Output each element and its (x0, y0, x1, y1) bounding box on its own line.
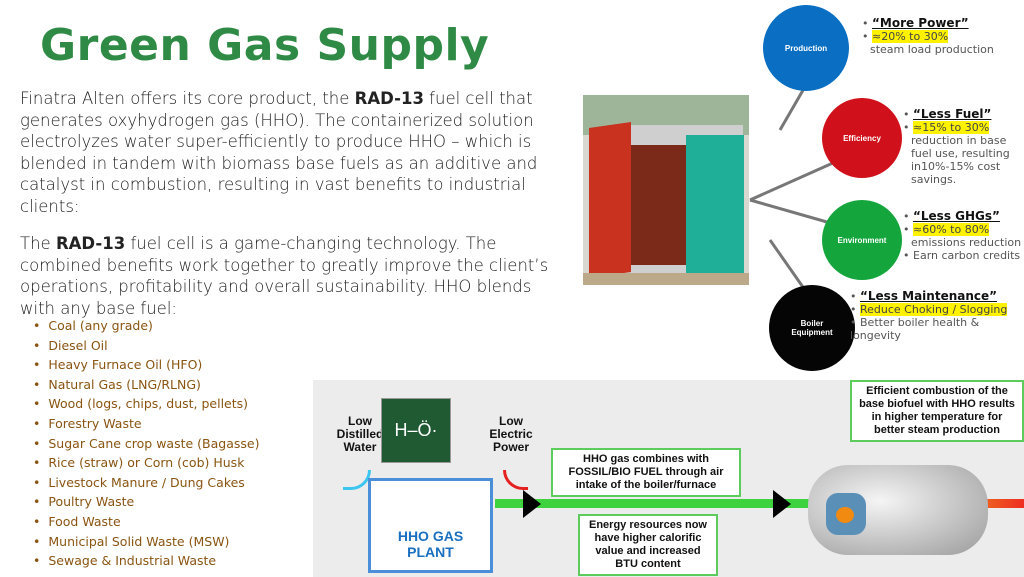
fuel-item: Municipal Solid Waste (MSW) (33, 534, 259, 554)
container-photo (583, 95, 749, 285)
text: The (20, 234, 56, 253)
fuel-item: Coal (any grade) (33, 318, 259, 338)
water-label: Low Distilled Water (336, 414, 384, 454)
power-label: Low Electric Power (489, 414, 533, 454)
benefit-detail: emissions reduction (911, 236, 1022, 249)
arrow-icon (523, 490, 541, 518)
circle-label: Environment (837, 235, 887, 245)
fuel-item: Diesel Oil (33, 338, 259, 358)
benefit-text: • “Less Fuel”• ≈15% to 30%reduction in b… (903, 107, 1022, 187)
combustion-callout: Efficient combustion of the base biofuel… (850, 380, 1024, 442)
fuel-item: Sugar Cane crop waste (Bagasse) (33, 436, 259, 456)
text: fuel cell that generates oxyhydrogen gas… (20, 89, 538, 216)
slide-title: Green Gas Supply (40, 20, 490, 71)
benefit-extra: Earn carbon credits (913, 249, 1021, 262)
power-arrow-icon (503, 470, 528, 490)
fuel-list: Coal (any grade)Diesel OilHeavy Furnace … (33, 318, 259, 573)
benefit-circle: Efficiency (822, 98, 902, 178)
fuel-item: Food Waste (33, 514, 259, 534)
hho-gas-plant: HHO GAS PLANT (368, 478, 493, 573)
circle-label: Boiler Equipment (791, 319, 833, 337)
benefit-circle: Environment (822, 200, 902, 280)
formula-board: H–Ö· (381, 398, 451, 463)
boiler-image (808, 465, 988, 555)
connector-lines (749, 84, 863, 301)
circle-label: Efficiency (843, 133, 881, 143)
process-diagram: Low Distilled Water Low Electric Power H… (313, 380, 1024, 577)
fuel-item: Forestry Waste (33, 416, 259, 436)
circle-label: Production (784, 43, 828, 53)
product-name: RAD-13 (55, 234, 126, 253)
benefit-heading: “More Power” (872, 16, 969, 30)
benefit-circle: Production (763, 5, 849, 91)
benefit-text: • “More Power”• ≈20% to 30%steam load pr… (862, 16, 1022, 57)
benefit-circle: Boiler Equipment (769, 285, 855, 371)
benefit-highlight: ≈15% to 30% (913, 121, 990, 134)
fuel-item: Livestock Manure / Dung Cakes (33, 475, 259, 495)
benefit-heading: “Less GHGs” (913, 209, 1000, 223)
benefit-highlight: Reduce Choking / Slogging (860, 303, 1008, 316)
water-arrow-icon (343, 470, 371, 490)
benefit-detail: steam load production (870, 43, 994, 56)
arrow-icon (773, 490, 791, 518)
text: fuel cell is a game-changing technology.… (20, 234, 549, 318)
fuel-item: Heavy Furnace Oil (HFO) (33, 357, 259, 377)
benefits-paragraph: The RAD-13 fuel cell is a game-changing … (20, 233, 565, 319)
text: Finatra Alten offers its core product, t… (20, 89, 355, 108)
energy-callout: Energy resources now have higher calorif… (578, 514, 718, 576)
fuel-item: Poultry Waste (33, 494, 259, 514)
fuel-item: Wood (logs, chips, dust, pellets) (33, 396, 259, 416)
plant-label: HHO GAS PLANT (397, 528, 464, 560)
fuel-item: Sewage & Industrial Waste (33, 553, 259, 573)
benefit-heading: “Less Maintenance” (860, 289, 998, 303)
benefit-text: • “Less GHGs”• ≈60% to 80%emissions redu… (903, 209, 1022, 263)
benefit-highlight: ≈20% to 30% (872, 30, 949, 43)
product-name: RAD-13 (354, 89, 424, 108)
benefit-highlight: ≈60% to 80% (913, 223, 990, 236)
benefit-detail: reduction in base fuel use, resulting in… (911, 134, 1010, 186)
benefit-extra: Better boiler health & longevity (850, 316, 980, 342)
benefit-heading: “Less Fuel” (913, 107, 992, 121)
fuel-item: Rice (straw) or Corn (cob) Husk (33, 455, 259, 475)
intro-paragraph: Finatra Alten offers its core product, t… (20, 88, 565, 217)
combine-callout: HHO gas combines with FOSSIL/BIO FUEL th… (551, 448, 741, 497)
fuel-item: Natural Gas (LNG/RLNG) (33, 377, 259, 397)
benefit-text: • “Less Maintenance”• Reduce Choking / S… (850, 289, 1008, 342)
